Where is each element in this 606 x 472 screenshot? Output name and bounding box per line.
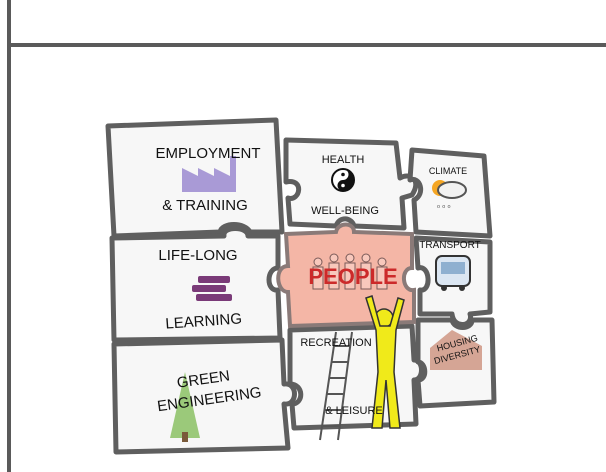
ladder-icon: [319, 331, 353, 441]
learning-label-2: LEARNING: [165, 310, 243, 332]
climate-label: CLIMATE: [429, 166, 467, 176]
health-label-1: HEALTH: [322, 154, 365, 166]
left-border: [7, 0, 11, 472]
factory-icon: [182, 156, 236, 192]
bus-icon: [435, 255, 471, 291]
health-label-2: WELL-BEING: [311, 205, 379, 217]
transport-label: TRANSPORT: [419, 240, 481, 251]
learning-label-1: LIFE-LONG: [158, 247, 237, 264]
house-icon: [430, 330, 482, 370]
people-group-icon: [312, 253, 388, 290]
employment-label-2: & TRAINING: [162, 197, 248, 214]
sun-cloud-icon: ᵒ ᵒ ᵒ: [432, 180, 467, 212]
books-icon: [192, 276, 232, 301]
employment-label-1: EMPLOYMENT: [155, 145, 260, 162]
recreation-label-2: & LEISURE: [325, 405, 382, 417]
top-rule: [7, 43, 606, 47]
people-label: PEOPLE: [308, 264, 397, 289]
piece-learning: [109, 226, 283, 343]
person-icon: [365, 295, 405, 429]
yin-yang-icon: [331, 168, 355, 192]
piece-green: [111, 337, 297, 455]
tree-icon: [170, 372, 200, 442]
svg-text:ᵒ ᵒ ᵒ: ᵒ ᵒ ᵒ: [437, 203, 451, 212]
recreation-label-1: RECREATION: [300, 337, 371, 349]
